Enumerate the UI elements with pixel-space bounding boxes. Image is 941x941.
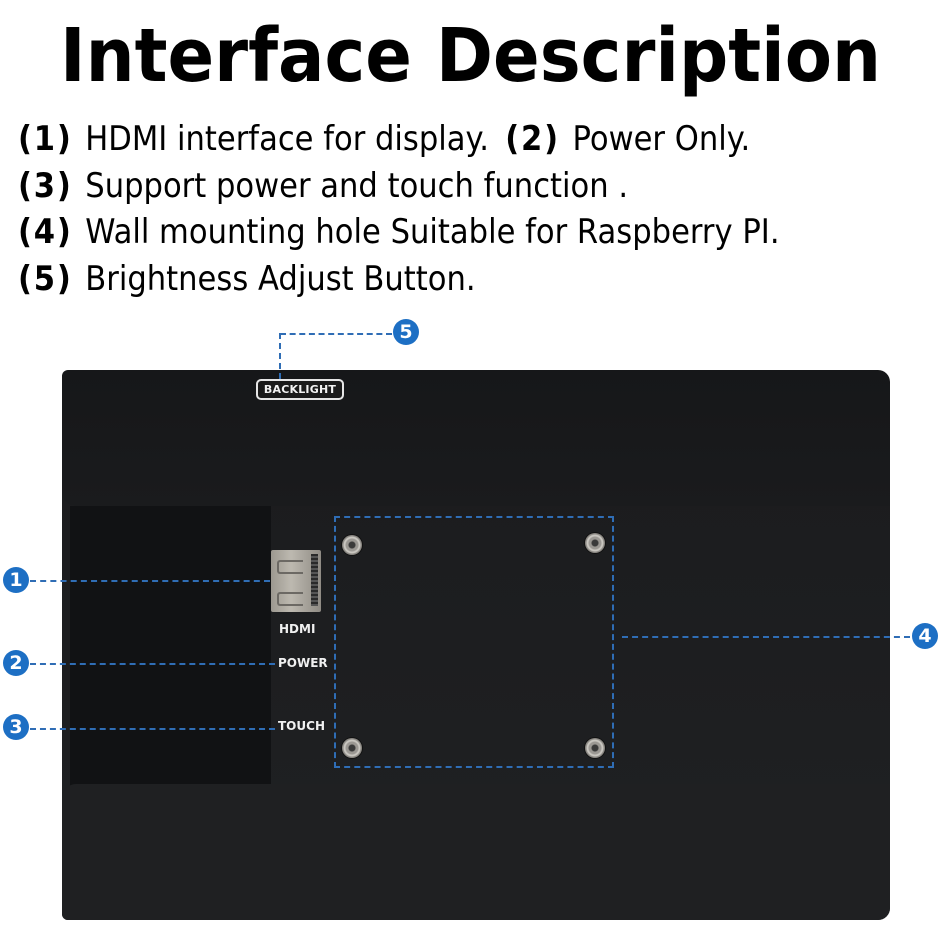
item-number: (5) — [18, 258, 73, 299]
item-text: Brightness Adjust Button. — [85, 258, 476, 299]
screw-icon — [342, 738, 362, 758]
description-list: (1) HDMI interface for display. (2) Power O… — [18, 116, 864, 302]
description-item-3: (3) Support power and touch function . — [18, 163, 780, 210]
vesa-mount-area — [334, 516, 614, 768]
item-number: (2) — [505, 119, 560, 159]
callout-line-5 — [280, 333, 392, 335]
item-text: HDMI interface for display. — [85, 119, 490, 159]
hdmi-label: HDMI — [279, 622, 316, 636]
callout-badge-5: 5 — [393, 319, 419, 345]
screw-icon — [585, 533, 605, 553]
backlight-button-label: BACKLIGHT — [256, 379, 344, 400]
callout-line-1 — [30, 580, 270, 582]
device-bottom-section — [62, 784, 890, 920]
device-top-section — [62, 370, 890, 506]
item-number: (1) — [18, 119, 73, 159]
item-text: Support power and touch function . — [85, 165, 629, 206]
touch-label: TOUCH — [278, 719, 325, 733]
hdmi-slot — [277, 592, 303, 606]
item-text: Power Only. — [572, 119, 751, 159]
item-text: Wall mounting hole Suitable for Raspberr… — [85, 212, 780, 252]
hdmi-side-pins — [311, 554, 318, 606]
callout-line-4 — [622, 636, 910, 638]
hdmi-port — [271, 550, 321, 612]
screw-icon — [342, 535, 362, 555]
description-item-1-2: (1) HDMI interface for display. (2) Power O… — [18, 116, 780, 163]
hdmi-slot — [277, 560, 303, 574]
page-title: Interface Description — [59, 13, 882, 99]
callout-line-5-vertical — [279, 333, 281, 379]
device-side-recess — [70, 506, 271, 786]
description-item-4: (4) Wall mounting hole Suitable for Raspb… — [18, 209, 780, 256]
screw-icon — [585, 738, 605, 758]
callout-line-3 — [30, 728, 275, 730]
callout-line-2 — [30, 663, 275, 665]
description-item-5: (5) Brightness Adjust Button. — [18, 256, 780, 303]
callout-badge-3: 3 — [3, 714, 29, 740]
callout-badge-4: 4 — [912, 623, 938, 649]
power-label: POWER — [278, 656, 328, 670]
callout-badge-2: 2 — [3, 650, 29, 676]
item-number: (4) — [18, 212, 73, 252]
item-number: (3) — [18, 165, 73, 206]
callout-badge-1: 1 — [3, 567, 29, 593]
